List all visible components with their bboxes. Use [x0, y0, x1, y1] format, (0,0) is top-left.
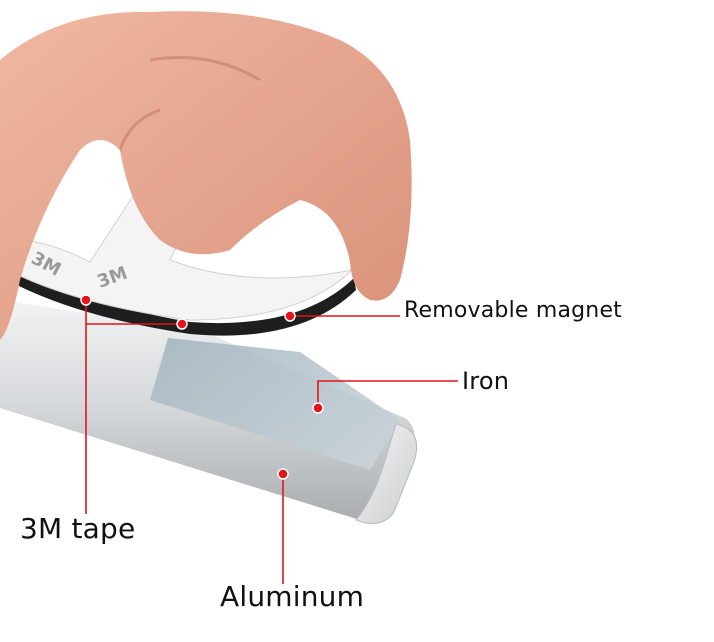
iron-label: Iron	[462, 367, 510, 395]
callout-lines	[85, 300, 458, 584]
aluminum-label: Aluminum	[220, 580, 365, 613]
callout-dot-magnet	[284, 310, 296, 322]
iron-plate	[150, 338, 400, 470]
callout-dots	[80, 294, 324, 480]
hand-crease	[118, 56, 261, 151]
hand	[0, 11, 412, 340]
end-cap	[355, 423, 418, 525]
callout-dot-aluminum	[277, 468, 289, 480]
callout-line-iron	[317, 380, 458, 408]
callout-dot-tape-link	[176, 318, 188, 330]
removable-magnet-label: Removable magnet	[404, 298, 623, 323]
callout-dot-tape	[80, 294, 92, 306]
3m-tape-label: 3M tape	[20, 512, 136, 545]
callout-dot-iron	[312, 402, 324, 414]
